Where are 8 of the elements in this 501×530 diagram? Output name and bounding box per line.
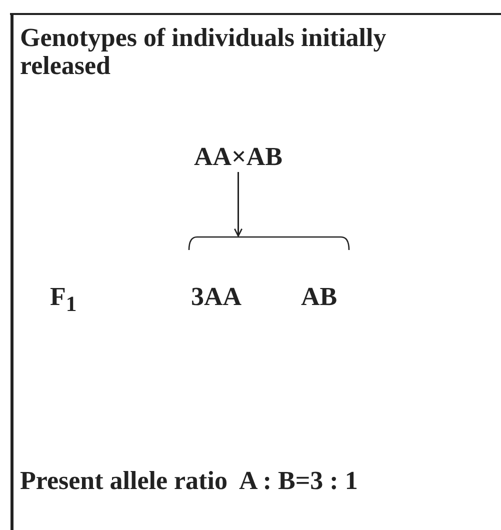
genotype-text: AA×AB: [194, 143, 282, 171]
genotype-text: AB: [301, 283, 338, 311]
generation-label: F$_{1}$: [50, 283, 77, 318]
arrow: [234, 172, 243, 237]
genotype-text: 3AA: [191, 283, 242, 311]
heading: Genotypes of individuals initially released: [20, 24, 388, 80]
bracket: [188, 236, 350, 250]
ratio-text: Present allele ratio A : B=3 : 1: [20, 467, 358, 495]
